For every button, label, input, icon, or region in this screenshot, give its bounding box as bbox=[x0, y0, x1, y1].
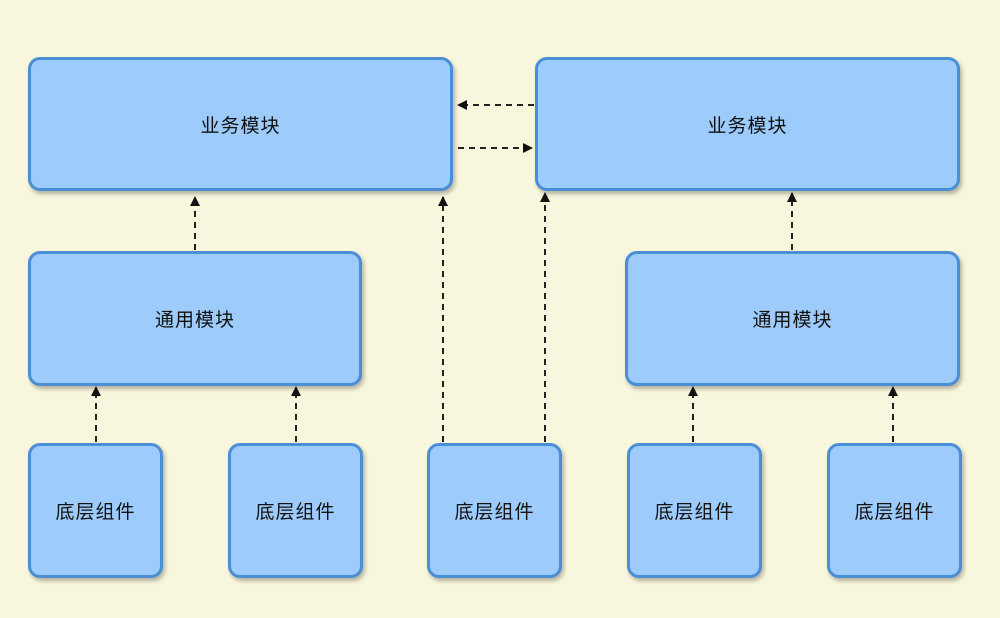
base-component-5: 底层组件 bbox=[827, 443, 962, 578]
base-component-1: 底层组件 bbox=[28, 443, 163, 578]
business-module-right-label: 业务模块 bbox=[707, 114, 788, 137]
base-component-4-label: 底层组件 bbox=[654, 501, 735, 523]
business-module-left-label: 业务模块 bbox=[200, 114, 281, 137]
common-module-right-label: 通用模块 bbox=[752, 309, 833, 331]
base-component-3-label: 底层组件 bbox=[454, 501, 535, 523]
common-module-right: 通用模块 bbox=[625, 251, 960, 386]
base-component-2-label: 底层组件 bbox=[255, 501, 336, 523]
base-component-3: 底层组件 bbox=[427, 443, 562, 578]
base-component-5-label: 底层组件 bbox=[854, 501, 935, 523]
base-component-1-label: 底层组件 bbox=[55, 501, 136, 523]
common-module-left-label: 通用模块 bbox=[154, 309, 235, 331]
common-module-left: 通用模块 bbox=[28, 251, 362, 386]
business-module-left: 业务模块 bbox=[28, 57, 453, 191]
base-component-4: 底层组件 bbox=[627, 443, 762, 578]
base-component-2: 底层组件 bbox=[228, 443, 363, 578]
business-module-right: 业务模块 bbox=[535, 57, 960, 191]
